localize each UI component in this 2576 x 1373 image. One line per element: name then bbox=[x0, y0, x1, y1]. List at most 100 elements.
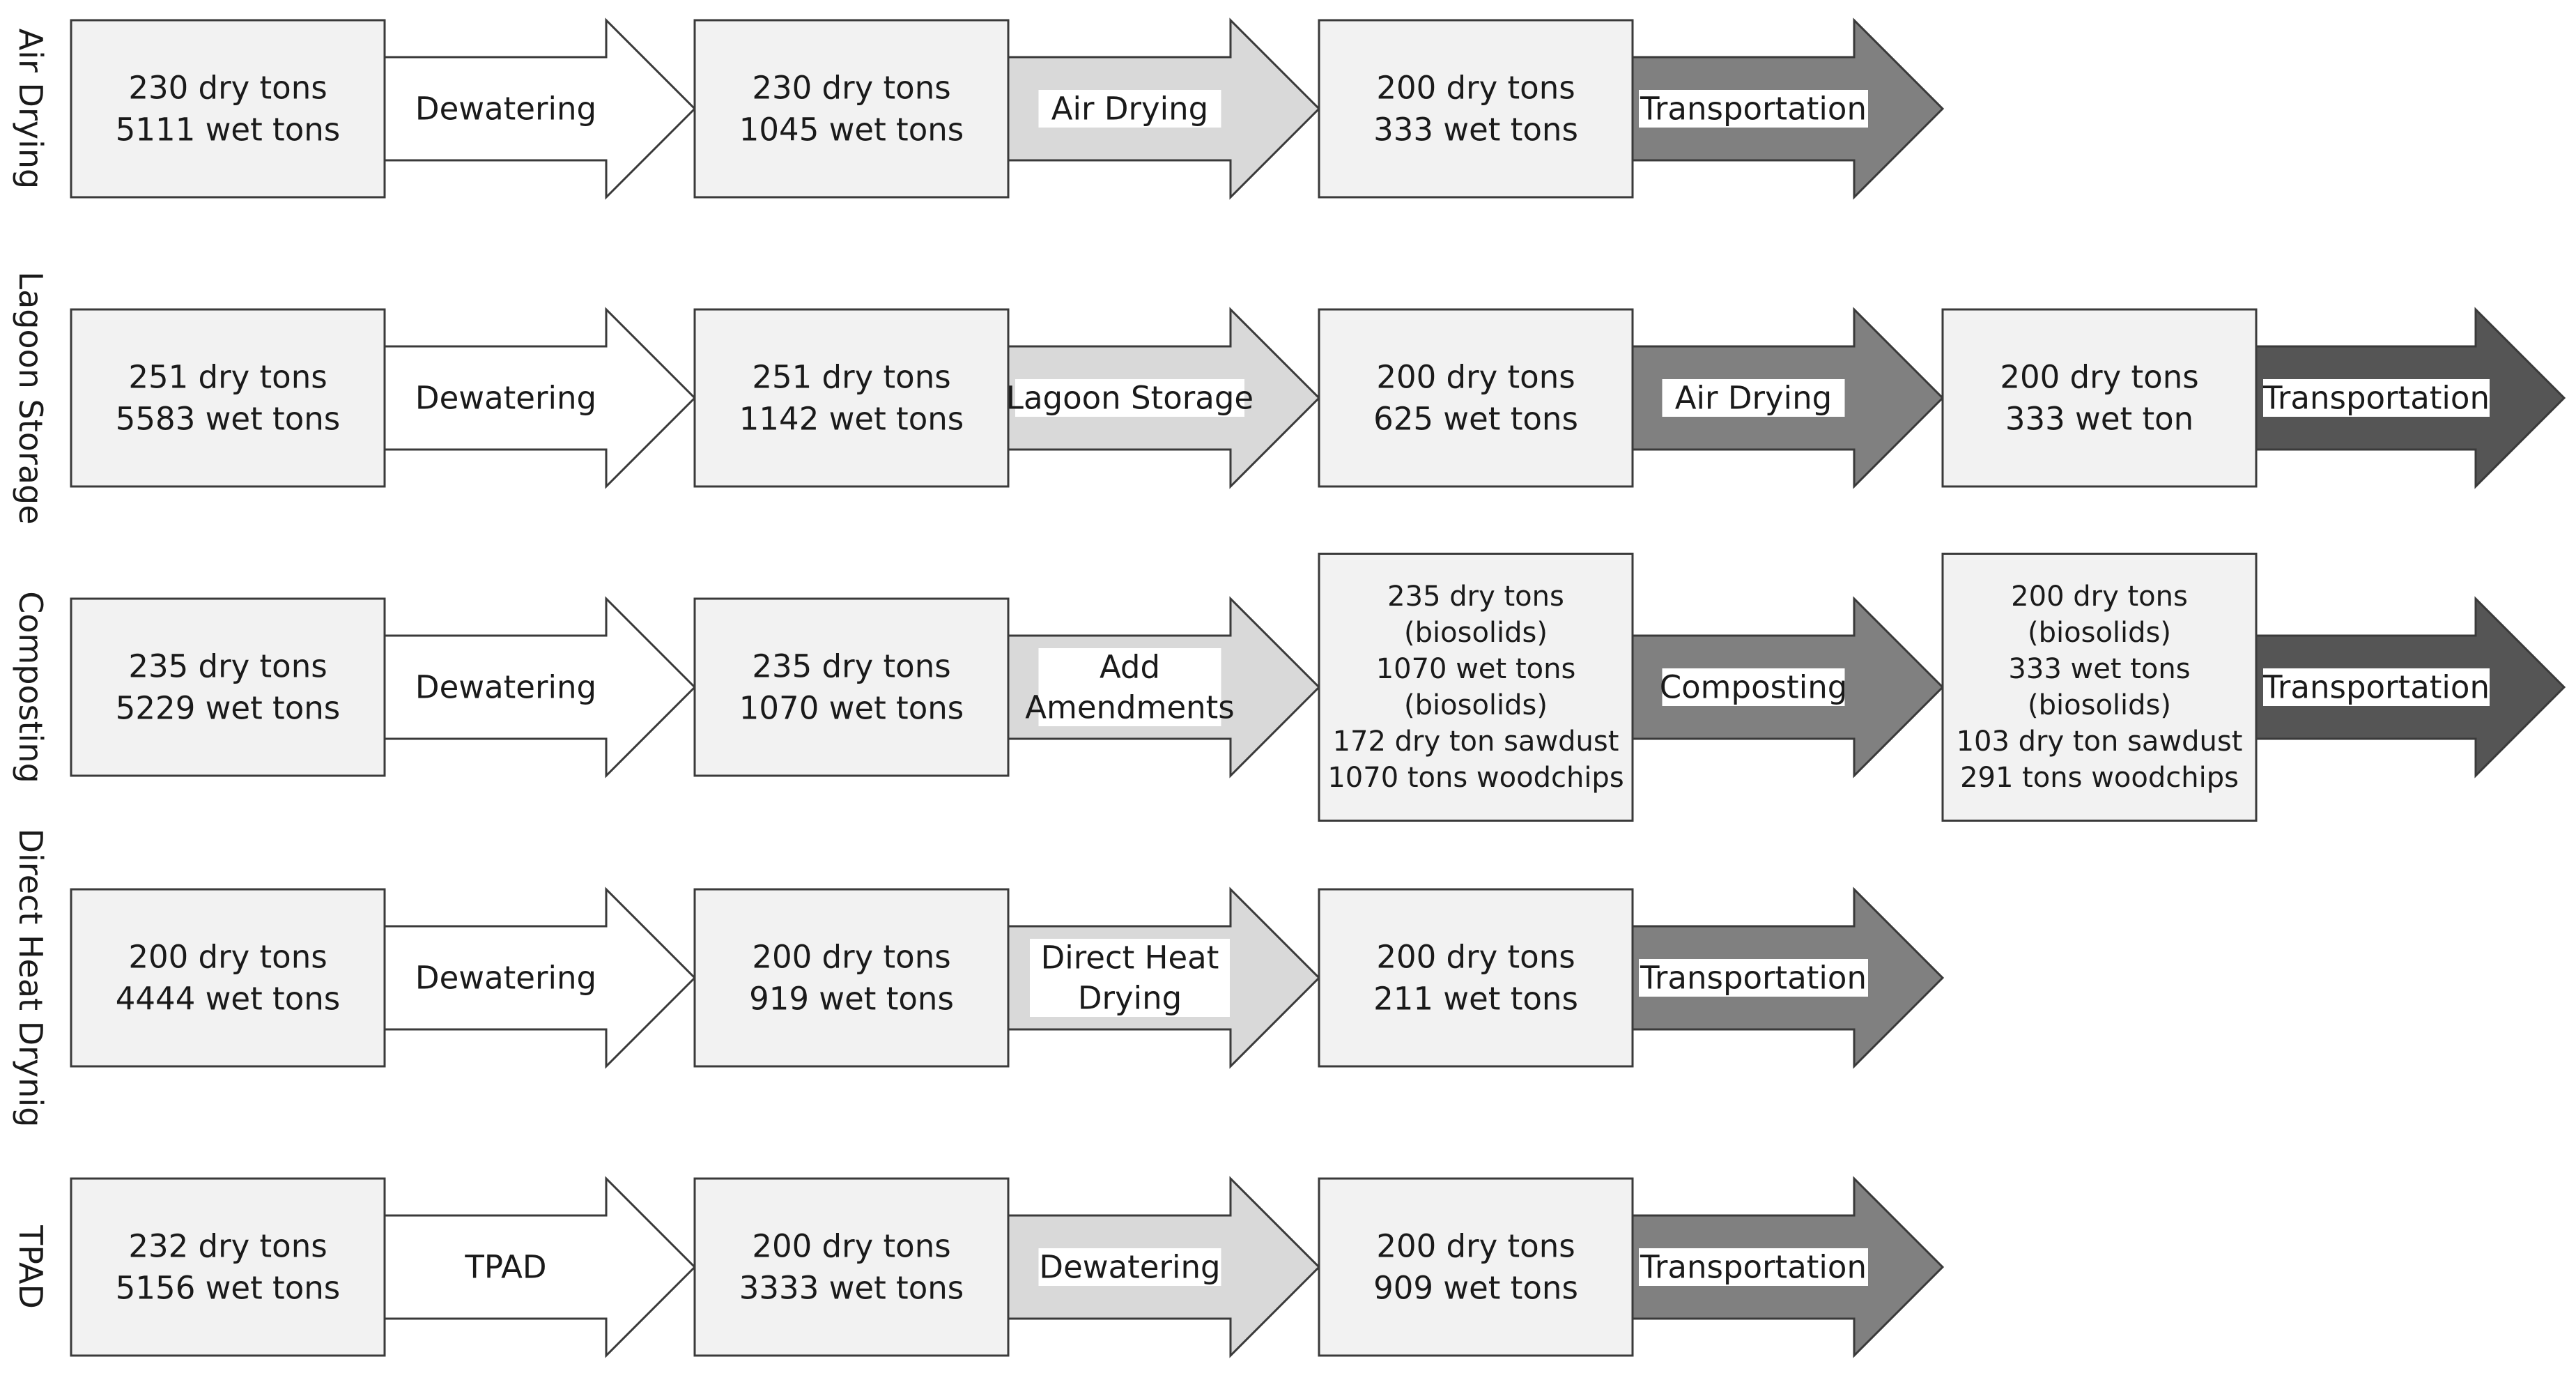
box-shape bbox=[70, 888, 386, 1068]
box-text-line: 172 dry ton sawdust bbox=[1333, 726, 1619, 758]
arrow-label-background bbox=[1662, 668, 1845, 706]
arrow-air-drying-3: Transportation bbox=[1630, 17, 1945, 200]
box-text-line: 232 dry tons bbox=[128, 1228, 327, 1265]
arrow-lagoon-storage-4: Transportation bbox=[2255, 307, 2566, 489]
box-shape bbox=[1318, 308, 1634, 488]
box-shape bbox=[1318, 553, 1634, 822]
box-shape bbox=[70, 19, 386, 199]
box-shape bbox=[70, 1177, 386, 1357]
box-shape bbox=[693, 1177, 1010, 1357]
box-shape bbox=[70, 308, 386, 488]
arrow-label-line: Transportation bbox=[2262, 380, 2490, 417]
arrow-label-line: Dewatering bbox=[415, 960, 596, 997]
arrow-composting-4: Transportation bbox=[2255, 596, 2566, 778]
arrow-label-background bbox=[1015, 379, 1244, 417]
box-text-line: 200 dry tons bbox=[752, 1228, 950, 1265]
arrow-label-line: Lagoon Storage bbox=[1006, 380, 1254, 417]
box-text-line: 333 wet ton bbox=[2005, 401, 2193, 438]
box-text-line: (biosolids) bbox=[1404, 689, 1548, 721]
box-text-line: 1070 wet tons bbox=[1376, 653, 1576, 685]
arrow-label-background bbox=[1038, 90, 1221, 128]
box-text-line: (biosolids) bbox=[2028, 617, 2171, 649]
arrow-composting-3: Composting bbox=[1630, 596, 1945, 778]
arrow-label-line: Add bbox=[1100, 649, 1160, 686]
arrow-label-line: Dewatering bbox=[415, 669, 596, 706]
box-tpad-2: 200 dry tons 3333 wet tons bbox=[693, 1177, 1010, 1357]
box-text-line: 200 dry tons bbox=[1376, 1228, 1575, 1265]
box-shape bbox=[70, 597, 386, 777]
box-text-line: 200 dry tons bbox=[1376, 70, 1575, 107]
arrow-shape bbox=[383, 17, 697, 200]
box-text-line: 200 dry tons bbox=[2000, 359, 2198, 396]
box-text-line: 3333 wet tons bbox=[739, 1270, 964, 1307]
arrow-label-background bbox=[2263, 668, 2490, 706]
box-text-line: 291 tons woodchips bbox=[1960, 762, 2239, 794]
arrow-label-background bbox=[2263, 379, 2490, 417]
box-text-line: 1045 wet tons bbox=[739, 112, 964, 148]
box-shape bbox=[1318, 888, 1634, 1068]
arrow-label-line: Dewatering bbox=[415, 380, 596, 417]
arrow-shape bbox=[383, 887, 697, 1069]
box-text-line: 200 dry tons bbox=[1376, 359, 1575, 396]
arrow-label-line: Amendments bbox=[1025, 689, 1235, 726]
box-text-line: 625 wet tons bbox=[1373, 401, 1578, 438]
box-text-line: 1070 tons woodchips bbox=[1327, 762, 1624, 794]
box-text-line: 919 wet tons bbox=[749, 981, 954, 1018]
arrow-label-line: Composting bbox=[1660, 669, 1848, 706]
arrow-tpad-3: Transportation bbox=[1630, 1176, 1945, 1358]
arrow-tpad-2: Dewatering bbox=[1007, 1176, 1321, 1358]
box-text-line: 103 dry ton sawdust bbox=[1957, 726, 2243, 758]
box-text-line: 200 dry tons bbox=[752, 939, 950, 976]
box-text-line: 200 dry tons bbox=[2011, 581, 2188, 613]
arrow-label-line: Air Drying bbox=[1675, 380, 1832, 417]
box-text-line: 4444 wet tons bbox=[116, 981, 340, 1018]
arrow-label-line: Dewatering bbox=[415, 91, 596, 128]
box-composting-4: 200 dry tons (biosolids) 333 wet tons (bios… bbox=[1941, 553, 2258, 822]
box-text-line: 5583 wet tons bbox=[116, 401, 340, 438]
box-shape bbox=[693, 597, 1010, 777]
box-lagoon-storage-4: 200 dry tons 333 wet ton bbox=[1941, 308, 2258, 488]
arrow-label-background bbox=[1639, 90, 1868, 128]
box-text-line: 5229 wet tons bbox=[116, 690, 340, 727]
box-text-line: 235 dry tons bbox=[128, 648, 327, 685]
box-text-line: 211 wet tons bbox=[1373, 981, 1578, 1018]
box-composting-3: 235 dry tons(biosolids)1070 wet tons(bio… bbox=[1318, 553, 1634, 822]
box-shape bbox=[693, 888, 1010, 1068]
box-text-line: 5156 wet tons bbox=[116, 1270, 340, 1307]
arrow-lagoon-storage-1: Dewatering bbox=[383, 307, 697, 489]
row-label-direct-heat-drynig: Direct Heat Drynig bbox=[12, 829, 49, 1128]
row-label-tpad: TPAD bbox=[12, 1225, 49, 1309]
box-text-line: 251 dry tons bbox=[752, 359, 950, 396]
arrow-lagoon-storage-2: Lagoon Storage bbox=[1006, 307, 1321, 489]
box-text-line: (biosolids) bbox=[1404, 617, 1548, 649]
box-shape bbox=[1941, 308, 2258, 488]
arrow-composting-1: Dewatering bbox=[383, 596, 697, 778]
box-text-line: 333 wet tons bbox=[2008, 653, 2190, 685]
box-text-line: 1070 wet tons bbox=[739, 690, 964, 727]
box-text-line: 200 dry tons bbox=[128, 939, 327, 976]
box-text-line: 200 dry tons bbox=[1376, 939, 1575, 976]
arrow-label-background bbox=[1639, 959, 1868, 997]
arrow-label-line: Dewatering bbox=[1039, 1249, 1220, 1286]
box-text-line: 1142 wet tons bbox=[739, 401, 964, 438]
box-shape bbox=[1941, 553, 2258, 822]
arrow-shape bbox=[383, 1176, 697, 1358]
box-shape bbox=[1318, 1177, 1634, 1357]
box-direct-heat-drynig-1: 200 dry tons 4444 wet tons bbox=[70, 888, 386, 1068]
box-shape bbox=[693, 308, 1010, 488]
arrow-label-line: Transportation bbox=[1640, 91, 1867, 128]
arrow-label-background bbox=[1038, 648, 1221, 726]
box-text-line: 5111 wet tons bbox=[116, 112, 340, 148]
arrow-direct-heat-drynig-1: Dewatering bbox=[383, 887, 697, 1069]
box-text-line: (biosolids) bbox=[2028, 689, 2171, 721]
arrow-shape bbox=[383, 596, 697, 778]
row-label-composting: Composting bbox=[12, 591, 49, 783]
